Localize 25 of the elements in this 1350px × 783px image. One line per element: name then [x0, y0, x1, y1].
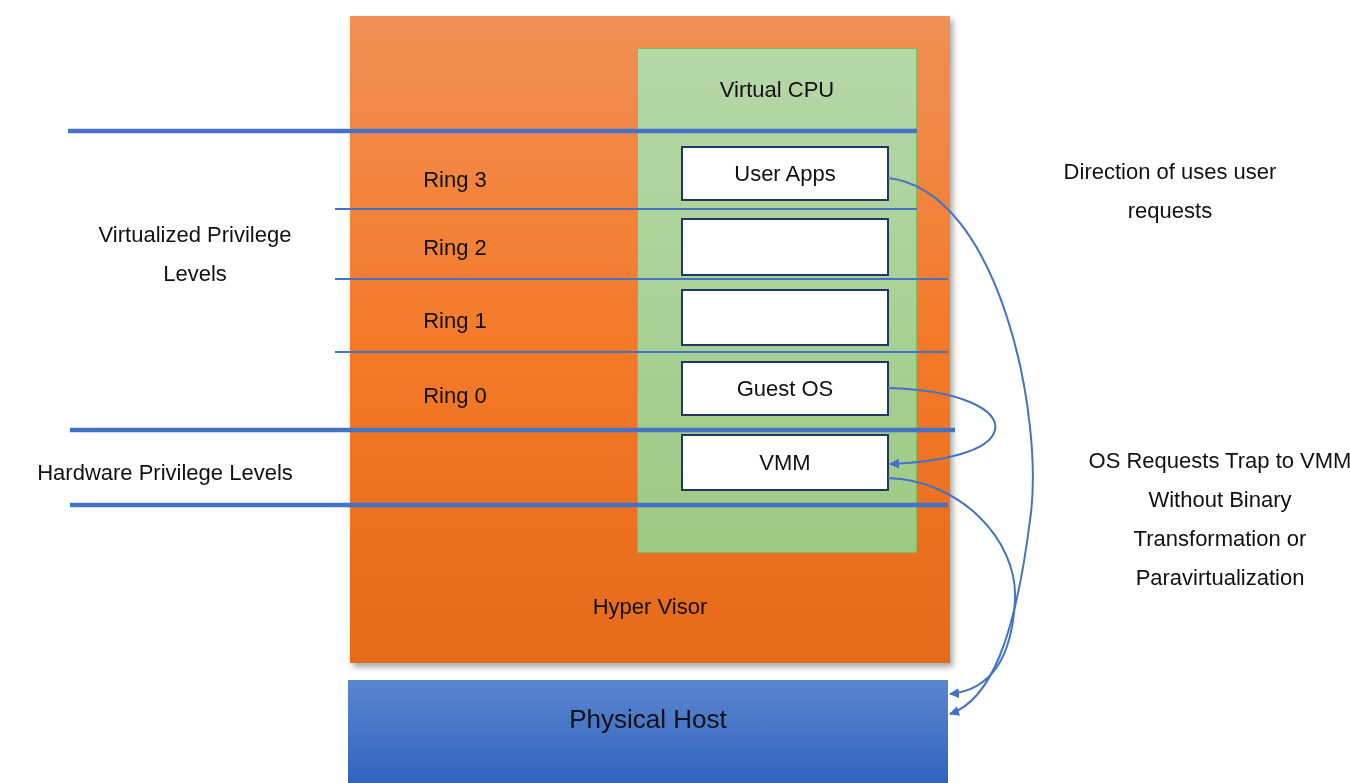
node-label: Virtual CPU — [719, 77, 835, 103]
node-label: User Apps — [734, 160, 836, 187]
host-box — [348, 680, 948, 783]
process-box — [681, 218, 889, 276]
process-box — [681, 146, 889, 201]
process-box — [681, 361, 889, 416]
process-box — [681, 289, 889, 346]
node-label: Guest OS — [736, 375, 834, 402]
node-label: Hyper Visor — [592, 594, 708, 620]
hypervisor-panel — [350, 16, 950, 663]
annotation-text: OS Requests Trap to VMM Without Binary Transformation or Paravirtualization — [1087, 447, 1350, 592]
ring-label: Ring 2 — [422, 234, 488, 262]
annotation-text: Direction of uses user requests — [1062, 158, 1278, 225]
virtual-cpu-panel — [637, 48, 917, 553]
annotation-text: Virtualized Privilege Levels — [97, 221, 293, 288]
node-label: Physical Host — [569, 704, 727, 735]
arrow — [887, 177, 1034, 715]
arrow — [887, 477, 1016, 698]
ring-label: Ring 0 — [422, 382, 488, 410]
annotation-text: Hardware Privilege Levels — [36, 459, 294, 487]
ring-label: Ring 3 — [422, 166, 488, 194]
arrow — [887, 387, 997, 469]
node-label: VMM — [759, 449, 811, 476]
ring-label: Ring 1 — [422, 307, 488, 335]
process-box — [681, 434, 889, 491]
